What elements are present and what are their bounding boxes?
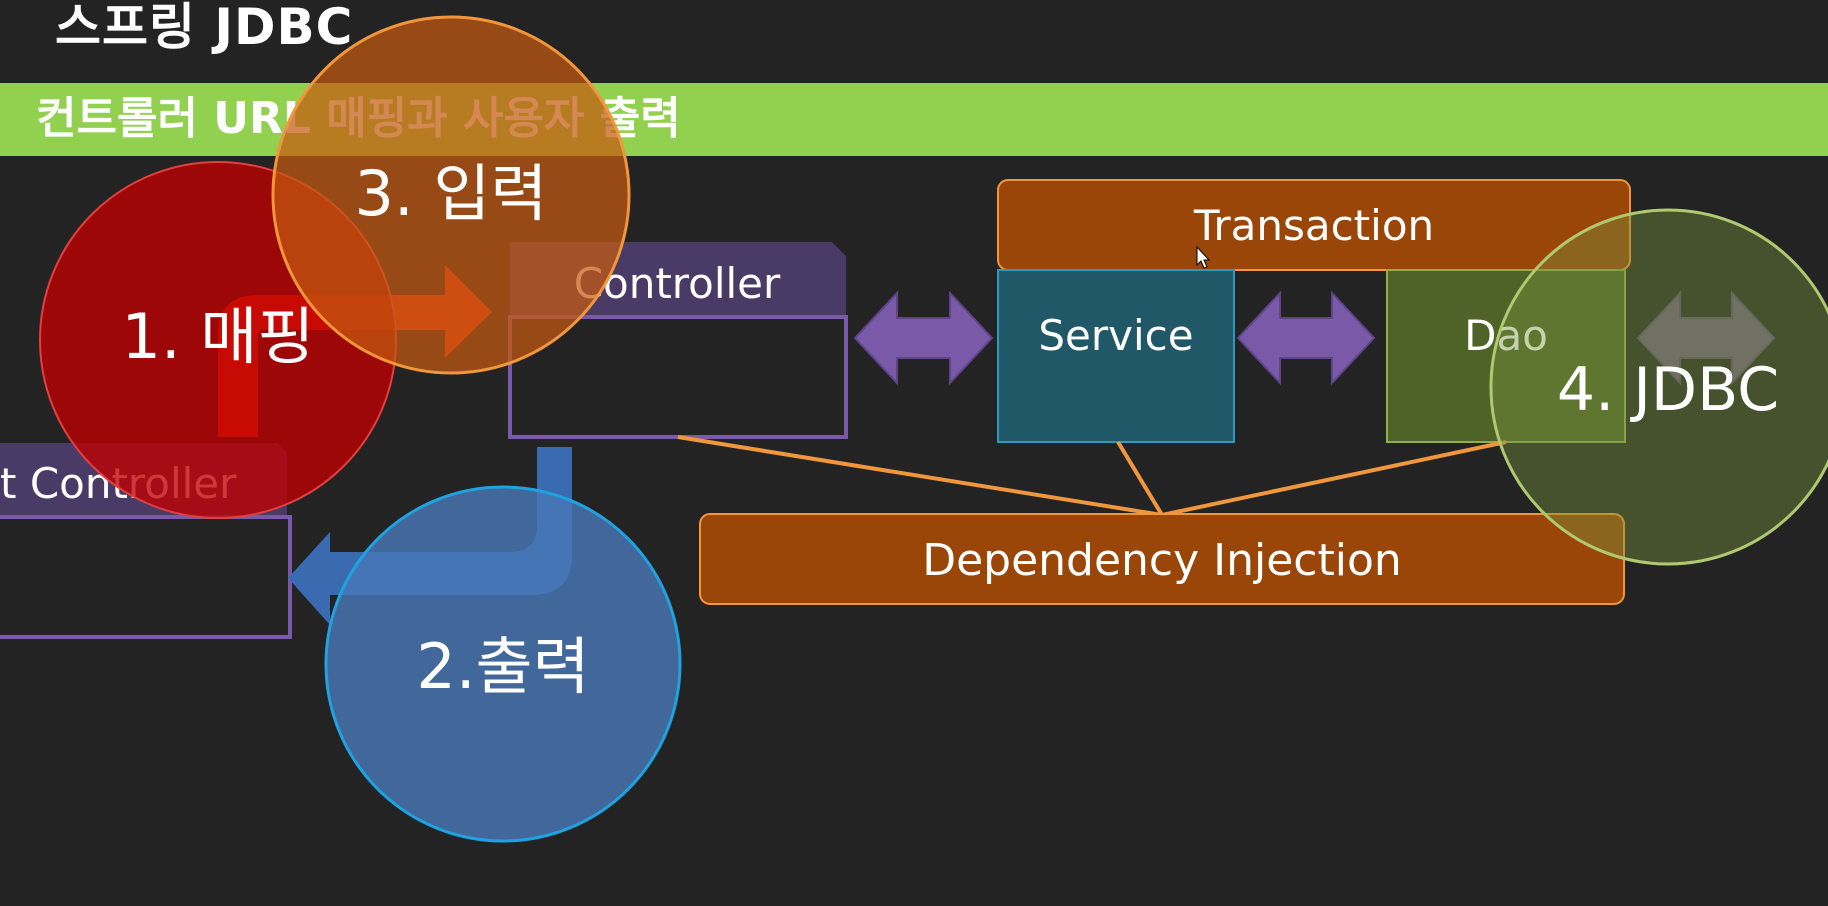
step2-output: 2.출력 bbox=[288, 447, 682, 843]
dependency-injection-box: Dependency Injection bbox=[699, 513, 1625, 605]
mouse-cursor-icon bbox=[1196, 245, 1211, 269]
controller-service-arrow bbox=[853, 290, 994, 386]
di-connector-lines bbox=[677, 435, 1507, 517]
step3-circle bbox=[271, 15, 631, 375]
dependency-injection-label: Dependency Injection bbox=[922, 535, 1402, 586]
service-dao-arrow bbox=[1236, 290, 1376, 386]
step4-label: 4. JDBC bbox=[1557, 355, 1779, 425]
service-label: Service bbox=[1038, 311, 1193, 360]
transaction-label: Transaction bbox=[1193, 201, 1434, 250]
step3-input: 3. 입력 bbox=[271, 15, 631, 375]
transaction-box: Transaction bbox=[997, 179, 1631, 271]
service-box: Service bbox=[997, 269, 1235, 443]
step2-label: 2.출력 bbox=[416, 630, 589, 703]
step4-jdbc: 4. JDBC bbox=[1489, 208, 1828, 566]
step1-mapping: 1. 매핑 bbox=[39, 161, 492, 519]
step1-label: 1. 매핑 bbox=[122, 300, 315, 373]
step3-label: 3. 입력 bbox=[355, 157, 548, 230]
slide-title: 스프링 JDBC bbox=[55, 0, 354, 56]
step2-circle bbox=[324, 485, 682, 843]
dao-db-arrow bbox=[1636, 290, 1776, 386]
step4-circle bbox=[1489, 208, 1828, 566]
dao-box: Dao bbox=[1386, 269, 1626, 443]
